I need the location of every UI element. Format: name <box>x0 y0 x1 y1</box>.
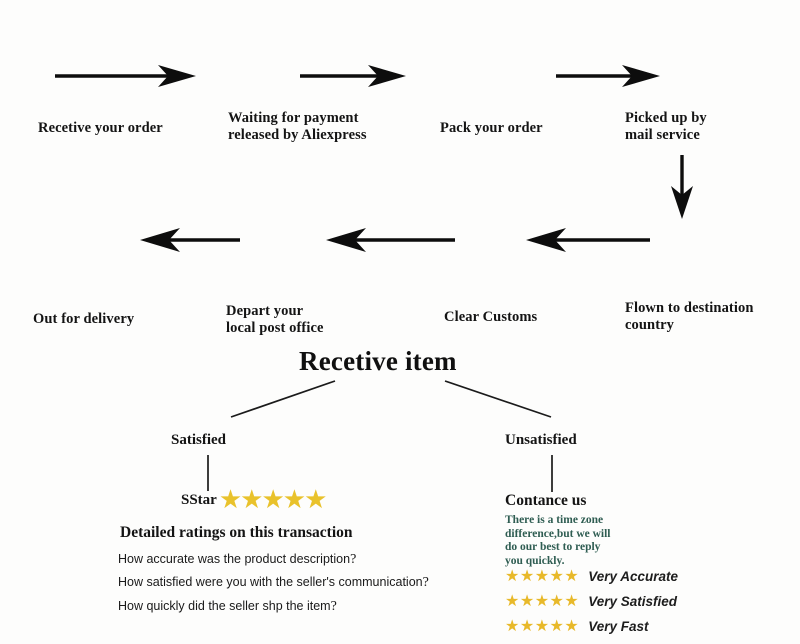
star-icon: ★ <box>519 617 535 635</box>
rating-question-2: How satisfied were you with the seller's… <box>118 575 429 591</box>
rating-results-list: ★ ★ ★ ★ ★ Very Accurate ★ ★ ★ ★ ★ Very S… <box>505 566 678 637</box>
contact-us-heading: Contance us <box>505 492 587 509</box>
branch-line-right <box>444 380 552 418</box>
star-icon: ★ <box>218 485 242 514</box>
rating-result-row: ★ ★ ★ ★ ★ Very Accurate <box>505 566 678 587</box>
rating-result-label: Very Satisfied <box>588 594 678 609</box>
sstar-rating: SStar ★ ★ ★ ★ ★ <box>181 485 328 514</box>
star-icon: ★ <box>549 617 565 635</box>
rating-question-2-text: How satisfied were you with the seller's… <box>118 575 423 589</box>
step-label-recetive-your-order: Recetive your order <box>38 120 163 136</box>
arrow-left-1 <box>140 228 240 252</box>
question-mark: ? <box>422 575 429 590</box>
step-label-waiting-for-payment: Waiting for payment released by Aliexpre… <box>228 110 367 143</box>
branch-label-satisfied: Satisfied <box>171 432 227 448</box>
arrow-right-3 <box>556 65 660 87</box>
star-icon: ★ <box>534 617 550 635</box>
star-icon: ★ <box>549 567 565 585</box>
sstar-stars: ★ ★ ★ ★ ★ <box>218 485 328 514</box>
step-label-pack-your-order: Pack your order <box>440 120 543 136</box>
star-icon: ★ <box>505 592 520 610</box>
step-label-depart-local-post-office: Depart your local post office <box>226 303 324 336</box>
page-title: Recetive item <box>299 346 457 376</box>
rating-stars: ★ ★ ★ ★ ★ <box>505 617 580 635</box>
star-icon: ★ <box>240 485 263 514</box>
star-icon: ★ <box>564 567 580 585</box>
arrow-down-right <box>671 155 693 219</box>
rating-result-label: Very Accurate <box>588 569 679 584</box>
star-icon: ★ <box>549 592 565 610</box>
timezone-note: There is a time zone difference,but we w… <box>505 514 611 567</box>
star-icon: ★ <box>505 617 520 635</box>
sstar-label: SStar <box>181 491 217 508</box>
rating-question-3: How quickly did the seller shp the item? <box>118 599 337 615</box>
rating-question-1-text: How accurate was the product description <box>118 552 351 566</box>
star-icon: ★ <box>519 592 535 610</box>
step-label-clear-customs: Clear Customs <box>444 309 538 325</box>
arrow-right-2 <box>300 65 406 87</box>
arrow-left-2 <box>326 228 455 252</box>
arrow-left-3 <box>526 228 650 252</box>
star-icon: ★ <box>534 592 550 610</box>
star-icon: ★ <box>261 485 284 514</box>
arrow-right-1 <box>55 65 196 87</box>
star-icon: ★ <box>534 567 550 585</box>
branch-label-unsatisfied: Unsatisfied <box>505 432 577 448</box>
branch-line-left <box>230 380 336 418</box>
star-icon: ★ <box>519 567 535 585</box>
star-icon: ★ <box>282 485 306 514</box>
star-icon: ★ <box>505 567 520 585</box>
step-label-flown-to-destination-country: Flown to destination country <box>625 300 754 333</box>
rating-question-1: How accurate was the product description… <box>118 552 356 568</box>
rating-result-row: ★ ★ ★ ★ ★ Very Satisfied <box>505 591 678 612</box>
rating-question-3-text: How quickly did the seller shp the item <box>118 599 331 613</box>
rating-result-row: ★ ★ ★ ★ ★ Very Fast <box>505 616 678 637</box>
question-mark: ? <box>350 552 357 567</box>
question-mark: ? <box>330 599 337 614</box>
detailed-ratings-heading: Detailed ratings on this transaction <box>120 524 353 541</box>
star-icon: ★ <box>564 592 580 610</box>
star-icon: ★ <box>304 485 327 514</box>
step-label-picked-up-by-mail-service: Picked up by mail service <box>625 110 707 143</box>
rating-stars: ★ ★ ★ ★ ★ <box>505 567 580 585</box>
rating-stars: ★ ★ ★ ★ ★ <box>505 592 580 610</box>
step-label-out-for-delivery: Out for delivery <box>33 311 135 327</box>
star-icon: ★ <box>564 617 580 635</box>
rating-result-label: Very Fast <box>588 619 649 634</box>
